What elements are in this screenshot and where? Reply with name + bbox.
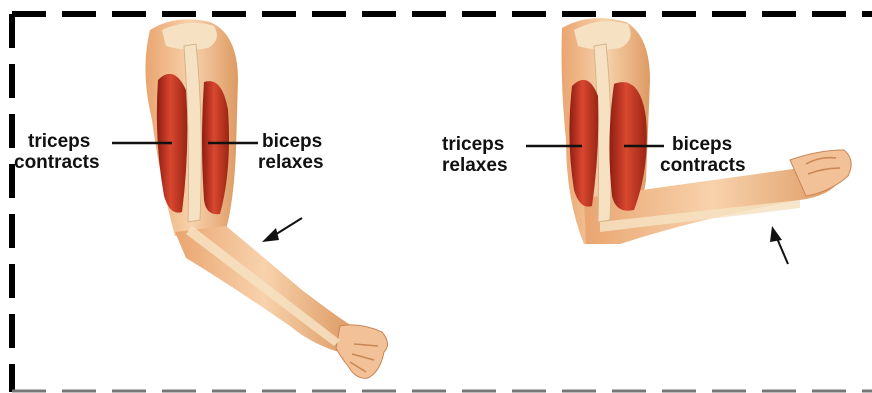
triceps-relaxes-label: triceps relaxes — [442, 134, 508, 176]
label-line-2: relaxes — [258, 152, 324, 173]
label-line-1: biceps — [262, 131, 324, 152]
triceps-contracts-label: triceps contracts — [26, 131, 100, 173]
label-line-2: contracts — [14, 152, 100, 173]
label-line-1: biceps — [668, 134, 746, 155]
biceps-relaxes-label: biceps relaxes — [262, 131, 324, 173]
label-line-2: contracts — [660, 155, 746, 176]
biceps-contracts-label: biceps contracts — [668, 134, 746, 176]
extended-arm — [145, 19, 387, 378]
label-line-1: triceps — [442, 134, 508, 155]
label-line-1: triceps — [26, 131, 100, 152]
label-line-2: relaxes — [442, 155, 508, 176]
